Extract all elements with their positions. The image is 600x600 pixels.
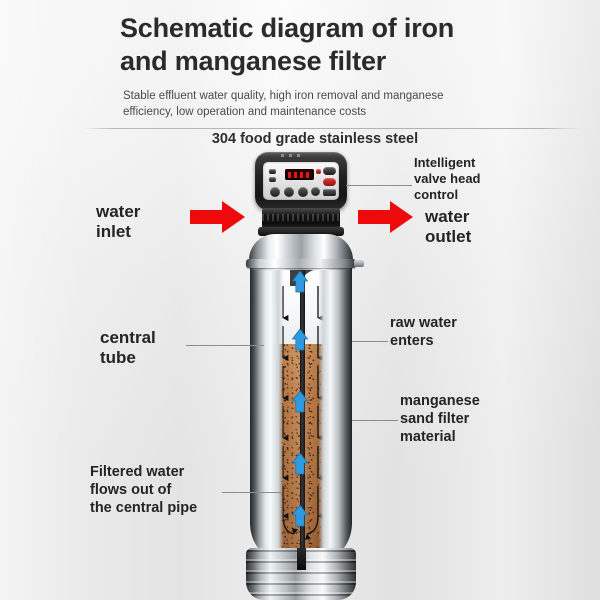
label-valve-head-control: Intelligent valve head control [414, 155, 534, 203]
label-valve-line-3: control [414, 186, 459, 202]
leader-line-raw-water [352, 341, 388, 342]
valve-led-display [285, 169, 314, 180]
page-title: Schematic diagram of iron and manganese … [120, 12, 520, 78]
label-raw-water-line-2: enters [390, 332, 434, 349]
valve-body [262, 208, 340, 230]
label-water-outlet-line-2: outlet [425, 227, 472, 247]
page-title-line-1: Schematic diagram of iron [120, 13, 455, 43]
valve-button-mid-right [323, 178, 336, 186]
water-outlet-arrow-icon [358, 200, 414, 234]
tank-base-center-seam [296, 548, 306, 570]
page-subtitle: Stable effluent water quality, high iron… [123, 88, 468, 121]
label-filtered-water-flows-out: Filtered water flows out of the central … [90, 464, 197, 518]
leader-line-central-tube [186, 345, 264, 346]
steel-caption: 304 food grade stainless steel [211, 131, 419, 147]
page-title-line-2: and manganese filter [120, 45, 387, 76]
label-manganese-line-1: manganese [400, 393, 480, 409]
valve-head-vents [281, 153, 305, 157]
label-raw-water-line-1: raw water [390, 315, 457, 331]
page-subtitle-line-2: efficiency, low operation and maintenanc… [123, 106, 367, 119]
label-central-tube: central tube [100, 328, 156, 369]
leader-line-valve [346, 185, 412, 186]
page-subtitle-line-1: Stable effluent water quality, high iron… [123, 89, 444, 102]
valve-knob-1 [270, 187, 280, 197]
valve-knob-2 [284, 187, 294, 197]
label-water-inlet-line-2: inlet [96, 222, 131, 242]
valve-indicator-led-1 [269, 169, 276, 174]
valve-base-ring [258, 227, 344, 236]
label-manganese-line-2: sand filter [400, 410, 470, 427]
label-manganese-line-3: material [400, 428, 456, 445]
header: Schematic diagram of iron and manganese … [120, 12, 520, 121]
valve-knob-3 [298, 187, 308, 197]
label-manganese-sand-filter-material: manganese sand filter material [400, 393, 530, 447]
valve-indicator-led-2 [269, 177, 276, 182]
label-valve-line-1: Intelligent [414, 155, 476, 170]
valve-indicator-led-3 [316, 169, 321, 174]
label-filtered-line-1: Filtered water [90, 464, 185, 480]
tank-base [246, 548, 356, 600]
valve-knob-4 [311, 187, 320, 196]
tank-interior [270, 264, 332, 564]
label-water-outlet-line-1: water [425, 207, 470, 226]
leader-line-manganese [352, 420, 398, 421]
label-valve-line-2: valve head [414, 170, 481, 186]
valve-head [255, 152, 347, 210]
tank-clamp-band [246, 259, 364, 268]
label-central-tube-line-1: central [100, 328, 156, 347]
water-inlet-arrow-icon [190, 200, 246, 234]
label-raw-water-enters: raw water enters [390, 315, 457, 351]
label-central-tube-line-2: tube [100, 348, 136, 368]
label-filtered-line-2: flows out of [90, 481, 172, 498]
valve-button-bottom-right [323, 189, 336, 196]
label-water-inlet-line-1: water [96, 202, 141, 221]
label-water-inlet: water inlet [96, 202, 140, 243]
valve-button-top-right [323, 167, 336, 175]
label-filtered-line-3: the central pipe [90, 499, 198, 516]
leader-line-filtered-water [222, 492, 282, 493]
central-riser-tube [299, 264, 305, 564]
valve-control-panel [263, 162, 339, 200]
header-divider [82, 128, 582, 129]
filter-tank [250, 264, 352, 564]
label-water-outlet: water outlet [425, 207, 471, 248]
